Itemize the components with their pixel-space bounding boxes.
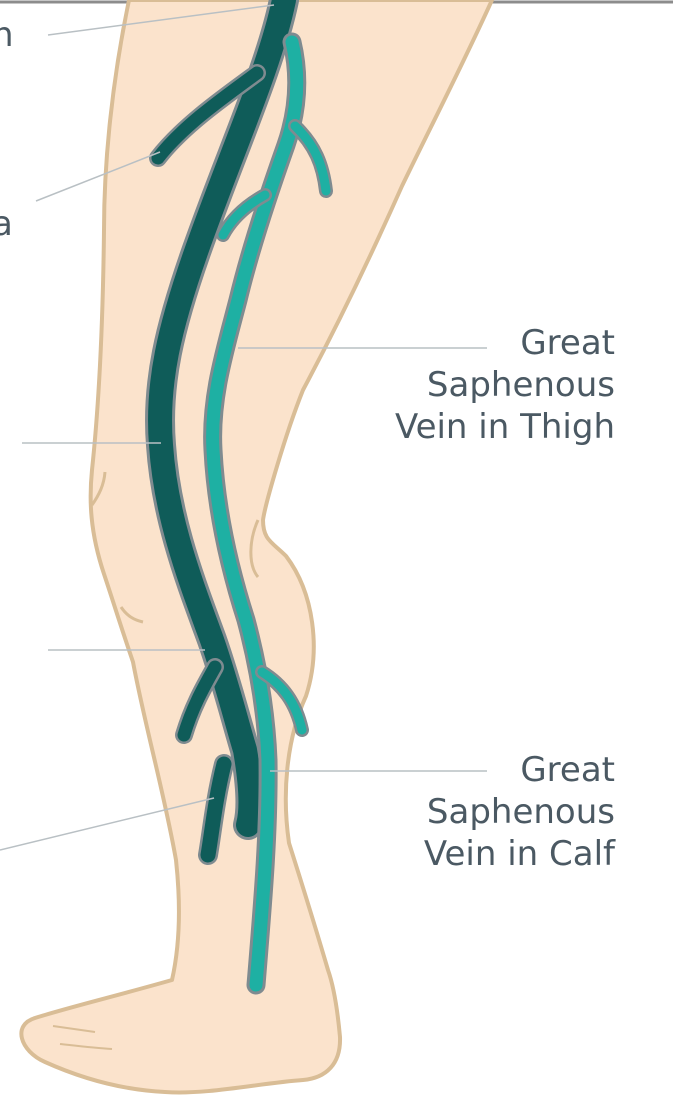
thigh-label-line-2: Saphenous bbox=[395, 364, 615, 406]
calf-label-line-1: Great bbox=[424, 749, 615, 791]
thigh-label-line-3: Vein in Thigh bbox=[395, 406, 615, 448]
cropped-left-label-3: l bbox=[0, 629, 1, 671]
thigh-label-line-1: Great bbox=[395, 322, 615, 364]
calf-label-line-2: Saphenous bbox=[424, 791, 615, 833]
cropped-left-label-2: a bbox=[0, 203, 13, 245]
cropped-left-label-1: n bbox=[0, 14, 14, 56]
great-saphenous-vein-thigh-label: Great Saphenous Vein in Thigh bbox=[395, 322, 615, 448]
calf-label-line-3: Vein in Calf bbox=[424, 833, 615, 875]
great-saphenous-vein-calf-label: Great Saphenous Vein in Calf bbox=[424, 749, 615, 875]
